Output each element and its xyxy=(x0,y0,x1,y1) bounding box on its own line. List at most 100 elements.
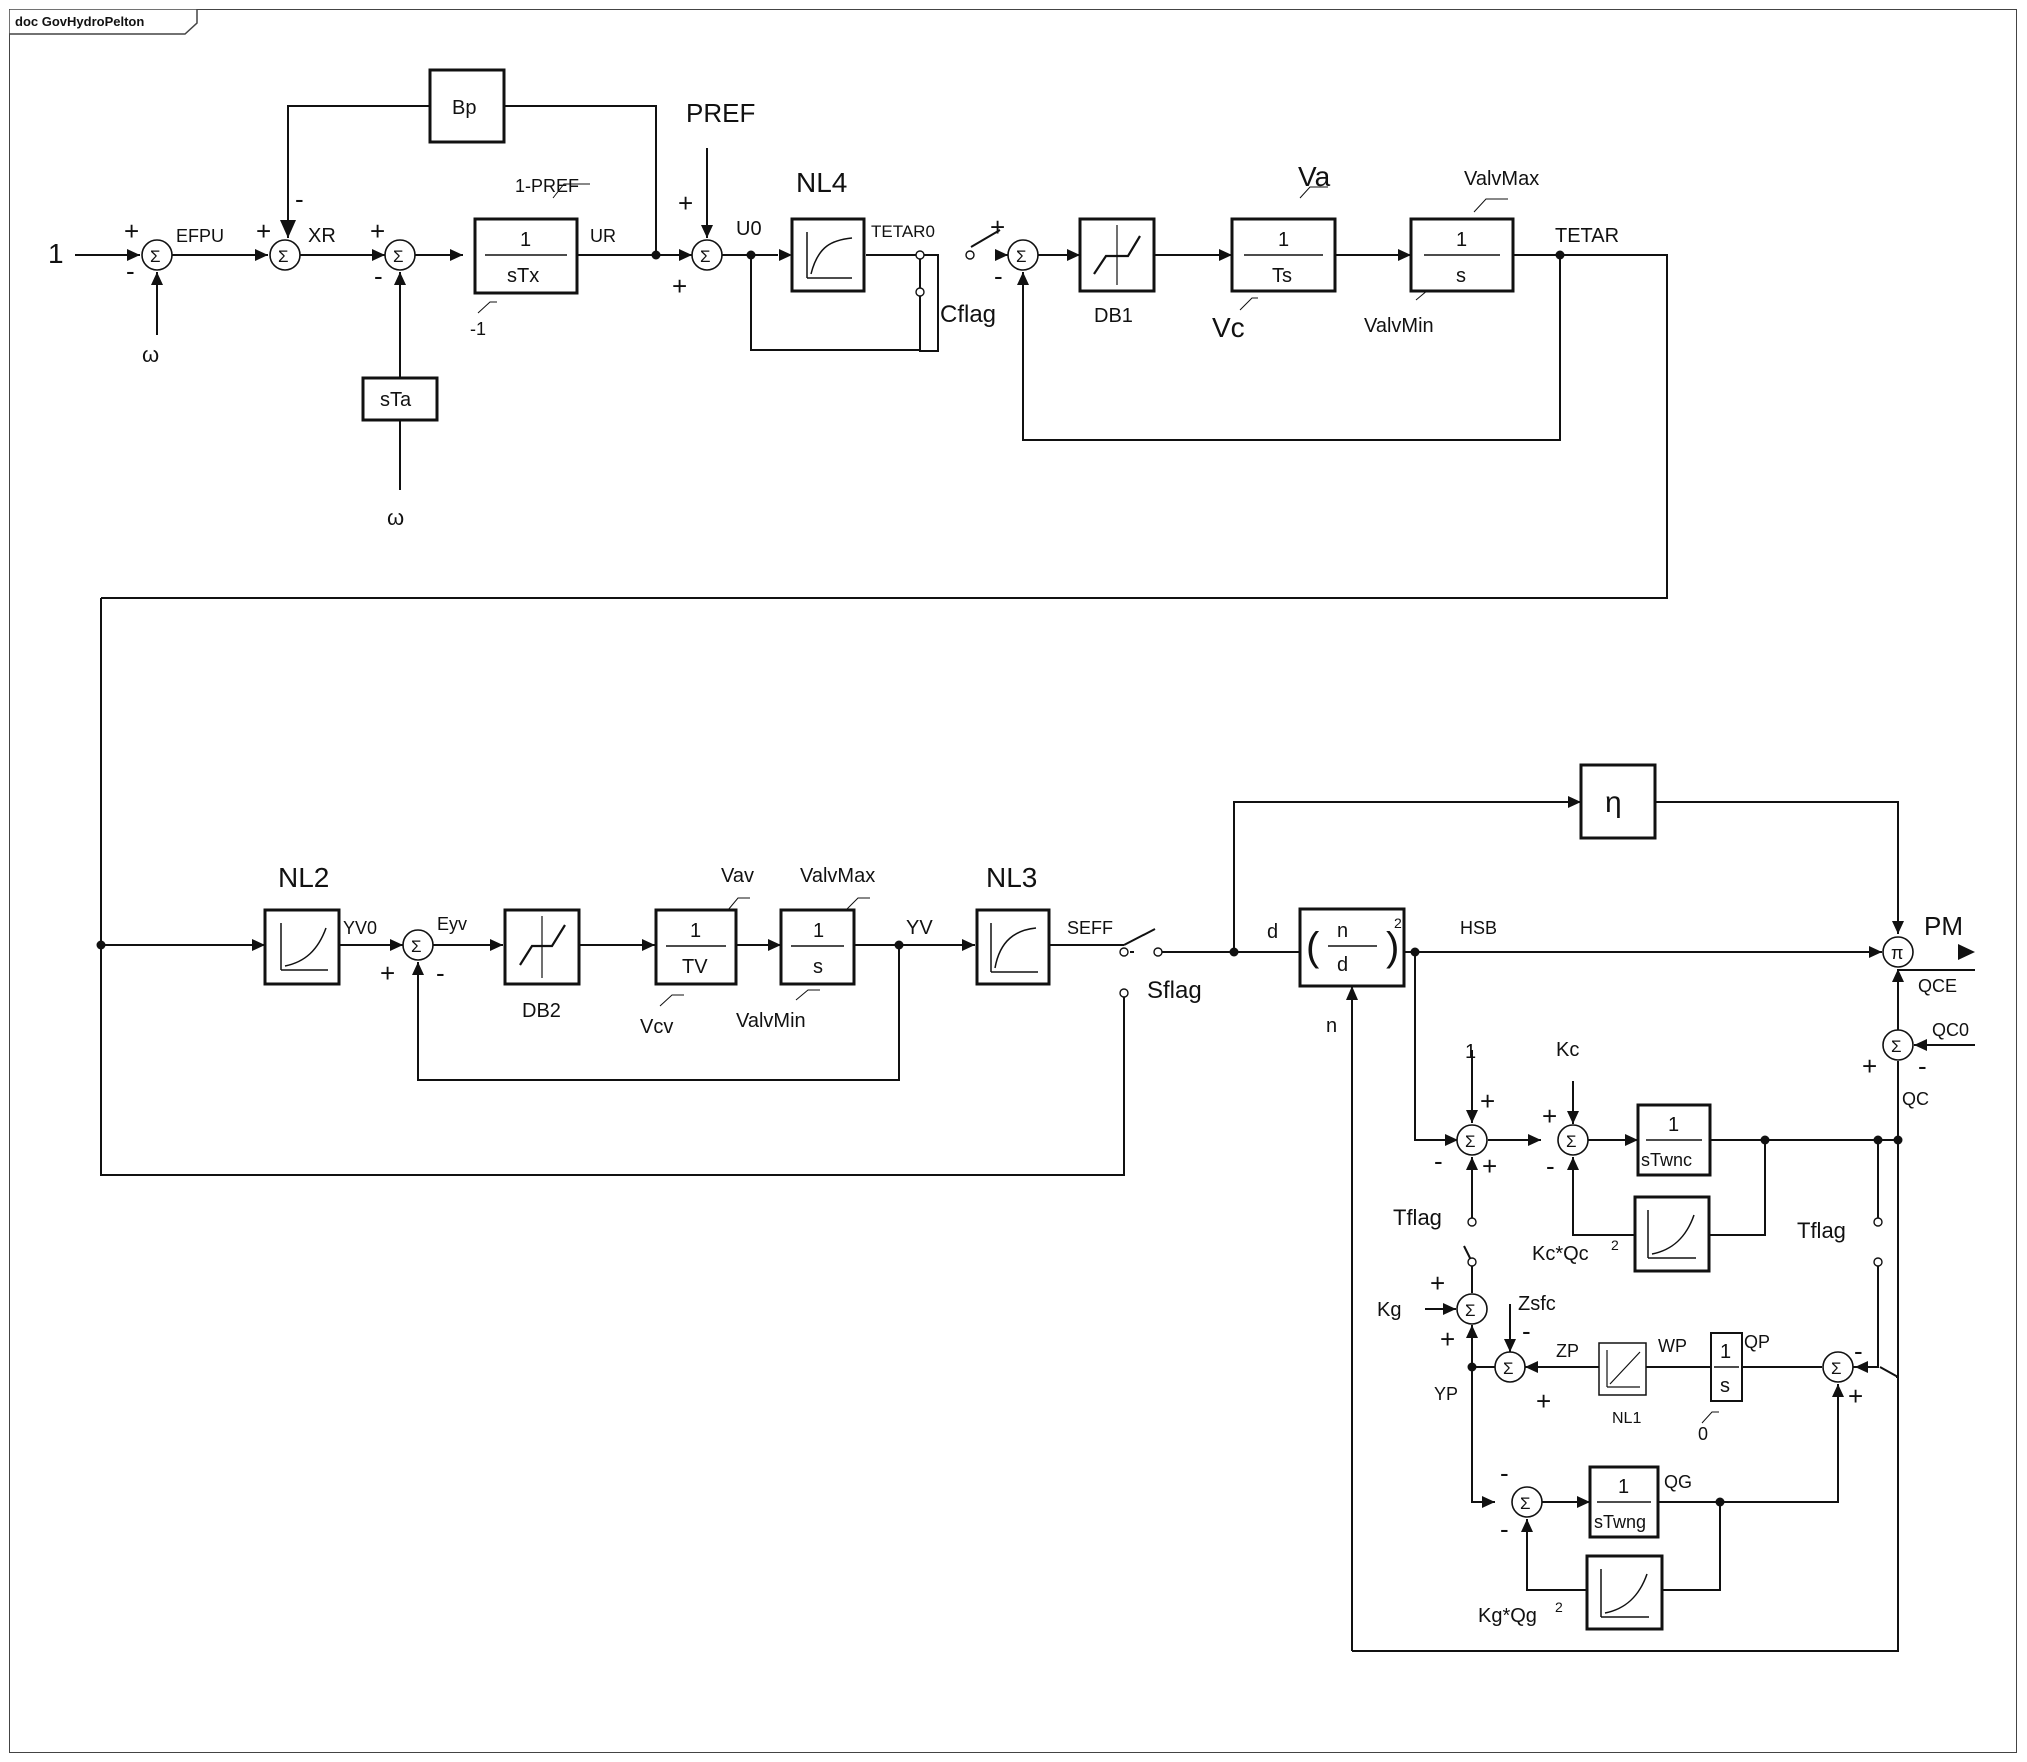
svg-text:sTwnc: sTwnc xyxy=(1641,1150,1692,1170)
svg-text:TV: TV xyxy=(682,956,708,978)
svg-text:ValvMin: ValvMin xyxy=(736,1010,806,1032)
svg-text:2: 2 xyxy=(1555,1599,1563,1615)
svg-text:-: - xyxy=(1434,1146,1443,1176)
svg-text:n: n xyxy=(1326,1015,1337,1037)
svg-text:TETAR: TETAR xyxy=(1555,225,1619,247)
svg-text:PM: PM xyxy=(1924,911,1963,941)
svg-text:1: 1 xyxy=(48,238,64,269)
kgqg2-block xyxy=(1585,1554,1664,1631)
svg-text:ValvMax: ValvMax xyxy=(1464,168,1539,190)
svg-text:s: s xyxy=(1720,1375,1730,1397)
svg-text:Σ: Σ xyxy=(1891,1037,1902,1056)
wire xyxy=(867,254,939,352)
svg-text:2: 2 xyxy=(1611,1237,1619,1253)
nl2-block xyxy=(263,908,341,986)
sum-junction xyxy=(402,929,434,961)
wire xyxy=(1022,255,1561,441)
svg-text:doc GovHydroPelton: doc GovHydroPelton xyxy=(15,14,144,29)
sum-junction xyxy=(1557,1124,1589,1156)
svg-text:QG: QG xyxy=(1664,1472,1692,1492)
svg-text:Cflag: Cflag xyxy=(940,301,996,328)
wire xyxy=(1471,1325,1495,1368)
head-ratio-block xyxy=(1298,907,1406,988)
svg-text:QCE: QCE xyxy=(1918,976,1957,996)
svg-text:Σ: Σ xyxy=(1465,1301,1476,1320)
svg-text:sTa: sTa xyxy=(380,389,412,411)
svg-text:ω: ω xyxy=(387,505,404,530)
svg-text:Σ: Σ xyxy=(1503,1359,1514,1378)
svg-text:1: 1 xyxy=(1465,1041,1476,1063)
svg-text:Σ: Σ xyxy=(393,247,404,266)
svg-text:-: - xyxy=(1918,1051,1927,1081)
svg-text:Vav: Vav xyxy=(721,865,754,887)
sum-junction xyxy=(1882,1029,1914,1061)
svg-text:-: - xyxy=(295,184,304,214)
sum-junction xyxy=(1007,239,1039,271)
svg-text:1: 1 xyxy=(1618,1476,1629,1498)
svg-text:π: π xyxy=(1891,943,1903,963)
wire xyxy=(504,105,657,255)
svg-text:+: + xyxy=(1848,1381,1863,1411)
svg-text:+: + xyxy=(370,216,385,246)
svg-text:+: + xyxy=(1430,1268,1445,1298)
sum-junction xyxy=(1822,1351,1854,1383)
svg-text:-: - xyxy=(1500,1514,1509,1544)
wire xyxy=(1662,1502,1721,1591)
svg-text:DB2: DB2 xyxy=(522,1000,561,1022)
svg-text:η: η xyxy=(1605,786,1622,819)
sum-junction xyxy=(1456,1124,1488,1156)
svg-text:Vcv: Vcv xyxy=(640,1016,673,1038)
svg-text:Bp: Bp xyxy=(452,97,476,119)
wire xyxy=(1233,801,1581,952)
svg-text:XR: XR xyxy=(308,225,336,247)
wire xyxy=(101,254,1668,599)
wire xyxy=(1655,801,1899,934)
svg-text:Σ: Σ xyxy=(1520,1494,1531,1513)
wire xyxy=(750,255,921,351)
svg-text:+: + xyxy=(256,216,271,246)
svg-text:Σ: Σ xyxy=(150,247,161,266)
svg-text:1: 1 xyxy=(1278,229,1289,251)
svg-text:Kc: Kc xyxy=(1556,1039,1579,1061)
svg-text:-: - xyxy=(1546,1151,1555,1181)
svg-text:s: s xyxy=(813,956,823,978)
svg-text:Vc: Vc xyxy=(1212,312,1245,343)
svg-text:QC: QC xyxy=(1902,1089,1929,1109)
svg-text:YV: YV xyxy=(906,917,933,939)
svg-text:QC0: QC0 xyxy=(1932,1020,1969,1040)
svg-text:+: + xyxy=(1440,1324,1455,1354)
sum-junction xyxy=(1511,1486,1543,1518)
svg-text:Σ: Σ xyxy=(700,247,711,266)
svg-text:n: n xyxy=(1337,920,1348,942)
svg-text:sTwng: sTwng xyxy=(1594,1512,1646,1532)
sum-junction xyxy=(1494,1351,1526,1383)
svg-text:WP: WP xyxy=(1658,1336,1687,1356)
svg-text:-1: -1 xyxy=(470,319,486,339)
svg-text:1-PREF: 1-PREF xyxy=(515,176,579,196)
svg-text:SEFF: SEFF xyxy=(1067,918,1113,938)
product-junction xyxy=(1882,936,1914,968)
svg-text:DB1: DB1 xyxy=(1094,305,1133,327)
svg-text:-: - xyxy=(436,958,445,988)
svg-text:U0: U0 xyxy=(736,218,762,240)
svg-text:YV0: YV0 xyxy=(343,918,377,938)
svg-text:s: s xyxy=(1456,265,1466,287)
svg-text:NL2: NL2 xyxy=(278,862,329,893)
svg-text:NL1: NL1 xyxy=(1612,1410,1641,1427)
wire xyxy=(1352,1061,1899,1652)
tx-block xyxy=(473,217,579,295)
svg-text:-: - xyxy=(1522,1316,1531,1346)
svg-text:Kc*Qc: Kc*Qc xyxy=(1532,1243,1589,1265)
svg-text:-: - xyxy=(994,261,1003,291)
svg-text:+: + xyxy=(990,212,1005,242)
sum-junction xyxy=(1456,1293,1488,1325)
svg-text:1: 1 xyxy=(1720,1341,1731,1363)
svg-text:d: d xyxy=(1337,954,1348,976)
wire xyxy=(1879,1366,1899,1378)
svg-text:EFPU: EFPU xyxy=(176,226,224,246)
wire xyxy=(417,945,900,1081)
svg-text:ZP: ZP xyxy=(1556,1341,1579,1361)
svg-text:sTx: sTx xyxy=(507,265,539,287)
svg-text:+: + xyxy=(1536,1386,1551,1416)
wire xyxy=(287,105,430,238)
